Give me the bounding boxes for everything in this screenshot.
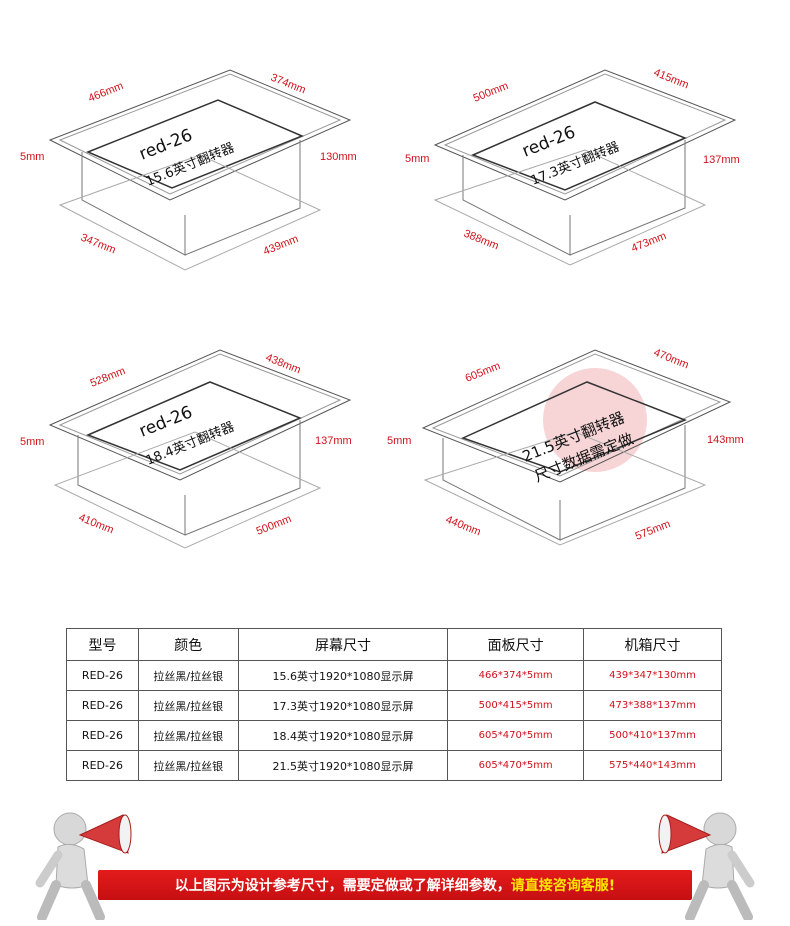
cell-color: 拉丝黑/拉丝银 [137, 720, 239, 751]
cell-color: 拉丝黑/拉丝银 [137, 690, 239, 721]
banner-text: 以上图示为设计参考尺寸，需要定做或了解详细参数， [174, 878, 511, 894]
dim-left: 5mm [387, 435, 411, 447]
dim-bottom-right: 439mm [262, 233, 301, 258]
dim-top-left: 500mm [472, 80, 511, 105]
diagram-18-4: red-26 18.4英寸翻转器 528mm 438mm 5mm 137mm 4… [20, 349, 352, 549]
cell-color: 拉丝黑/拉丝银 [137, 660, 239, 691]
dim-right: 137mm [703, 154, 740, 166]
header-model: 型号 [66, 628, 139, 661]
dim-top-left: 605mm [464, 360, 503, 385]
header-case: 机箱尺寸 [583, 628, 722, 661]
spec-table: 型号 颜色 屏幕尺寸 面板尺寸 机箱尺寸 RED-26 拉丝黑/拉丝银 15.6… [66, 628, 722, 781]
dim-top-right: 470mm [652, 347, 691, 372]
notice-banner: 以上图示为设计参考尺寸，需要定做或了解详细参数， 请直接咨询客服! [98, 870, 692, 900]
cell-color: 拉丝黑/拉丝银 [137, 750, 239, 781]
banner-highlight: 请直接咨询客服! [510, 878, 616, 894]
cell-panel: 500*415*5mm [447, 690, 585, 721]
cell-panel: 466*374*5mm [447, 660, 585, 691]
dim-right: 137mm [315, 435, 352, 447]
dim-left: 5mm [405, 153, 429, 165]
cell-screen: 15.6英寸1920*1080显示屏 [237, 660, 449, 691]
cell-screen: 21.5英寸1920*1080显示屏 [237, 750, 449, 781]
cell-model: RED-26 [66, 690, 139, 721]
table-header-row: 型号 颜色 屏幕尺寸 面板尺寸 机箱尺寸 [66, 628, 722, 661]
dim-top-right: 415mm [652, 67, 691, 92]
table-row: RED-26 拉丝黑/拉丝银 18.4英寸1920*1080显示屏 605*47… [66, 720, 722, 751]
lid-model: red-26 [519, 122, 578, 161]
dim-bottom-right: 575mm [634, 518, 673, 543]
dim-right: 130mm [320, 151, 357, 163]
lid-model: red-26 [136, 402, 195, 441]
diagram-15-6: red-26 15.6英寸翻转器 466mm 374mm 5mm 130mm 3… [20, 69, 357, 271]
cell-model: RED-26 [66, 660, 139, 691]
cell-case: 439*347*130mm [583, 660, 722, 691]
megaphone-figure-left-icon [35, 812, 132, 920]
diagram-17-3: red-26 17.3英寸翻转器 500mm 415mm 5mm 137mm 3… [405, 67, 740, 266]
header-panel: 面板尺寸 [447, 628, 585, 661]
cell-case: 473*388*137mm [583, 690, 722, 721]
table-row: RED-26 拉丝黑/拉丝银 15.6英寸1920*1080显示屏 466*37… [66, 660, 722, 691]
dim-bottom-left: 388mm [462, 228, 501, 253]
cell-screen: 17.3英寸1920*1080显示屏 [237, 690, 449, 721]
dim-top-left: 466mm [87, 80, 126, 105]
cell-model: RED-26 [66, 720, 139, 751]
dim-left: 5mm [20, 436, 44, 448]
dim-bottom-left: 410mm [77, 512, 116, 537]
cell-case: 575*440*143mm [583, 750, 722, 781]
dim-right: 143mm [707, 434, 744, 446]
cell-panel: 605*470*5mm [447, 720, 585, 751]
cell-case: 500*410*137mm [583, 720, 722, 751]
cell-model: RED-26 [66, 750, 139, 781]
dim-left: 5mm [20, 151, 44, 163]
dim-bottom-left: 440mm [444, 514, 483, 539]
dim-bottom-right: 500mm [255, 513, 294, 538]
dim-bottom-left: 347mm [79, 232, 118, 257]
cell-screen: 18.4英寸1920*1080显示屏 [237, 720, 449, 751]
table-row: RED-26 拉丝黑/拉丝银 21.5英寸1920*1080显示屏 605*47… [66, 750, 722, 781]
table-row: RED-26 拉丝黑/拉丝银 17.3英寸1920*1080显示屏 500*41… [66, 690, 722, 721]
megaphone-figure-right-icon [658, 812, 755, 920]
header-screen: 屏幕尺寸 [237, 628, 449, 661]
header-color: 颜色 [137, 628, 239, 661]
diagram-21-5: 21.5英寸翻转器 尺寸数据需定做 605mm 470mm 5mm 143mm … [387, 347, 744, 546]
dim-top-left: 528mm [89, 365, 128, 390]
cell-panel: 605*470*5mm [447, 750, 585, 781]
dim-bottom-right: 473mm [630, 230, 669, 255]
